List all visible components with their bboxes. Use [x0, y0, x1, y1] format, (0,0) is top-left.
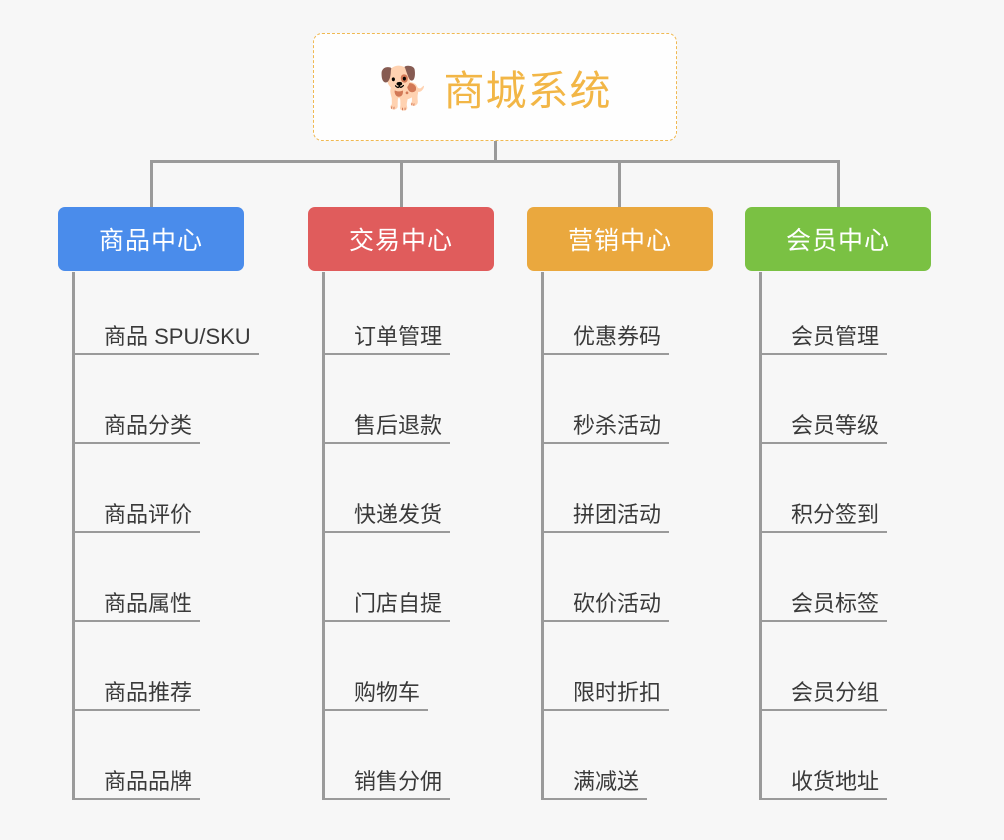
branch-spine-1 — [72, 272, 75, 800]
connector-drop-4 — [837, 160, 840, 208]
leaf-item[interactable]: 购物车 — [322, 677, 429, 711]
leaf-item[interactable]: 订单管理 — [322, 321, 451, 355]
leaf-item[interactable]: 商品评价 — [72, 499, 201, 533]
leaf-item[interactable]: 商品品牌 — [72, 766, 201, 800]
branch-spine-3 — [541, 272, 544, 800]
leaf-item[interactable]: 收货地址 — [759, 766, 888, 800]
leaf-item[interactable]: 销售分佣 — [322, 766, 451, 800]
branch-header-2[interactable]: 交易中心 — [308, 207, 494, 271]
leaf-item[interactable]: 限时折扣 — [541, 677, 670, 711]
leaf-item[interactable]: 商品属性 — [72, 588, 201, 622]
leaf-item[interactable]: 会员管理 — [759, 321, 888, 355]
connector-drop-2 — [400, 160, 403, 208]
leaf-item[interactable]: 快递发货 — [322, 499, 451, 533]
leaf-item[interactable]: 优惠券码 — [541, 321, 670, 355]
branch-spine-4 — [759, 272, 762, 800]
leaf-item[interactable]: 商品分类 — [72, 410, 201, 444]
leaf-item[interactable]: 会员标签 — [759, 588, 888, 622]
leaf-item[interactable]: 积分签到 — [759, 499, 888, 533]
leaf-item[interactable]: 会员等级 — [759, 410, 888, 444]
connector-drop-3 — [618, 160, 621, 208]
leaf-item[interactable]: 售后退款 — [322, 410, 451, 444]
connector-root-stem — [494, 141, 497, 163]
root-node[interactable]: 🐕 商城系统 — [313, 33, 677, 141]
branch-spine-2 — [322, 272, 325, 800]
leaf-item[interactable]: 商品 SPU/SKU — [72, 321, 259, 355]
branch-header-1[interactable]: 商品中心 — [58, 207, 244, 271]
connector-drop-1 — [150, 160, 153, 208]
shiba-inu-icon: 🐕 — [378, 64, 430, 111]
branch-header-4[interactable]: 会员中心 — [745, 207, 931, 271]
leaf-item[interactable]: 拼团活动 — [541, 499, 670, 533]
leaf-item[interactable]: 砍价活动 — [541, 588, 670, 622]
leaf-item[interactable]: 商品推荐 — [72, 677, 201, 711]
connector-horizontal-bus — [150, 160, 840, 163]
leaf-item[interactable]: 门店自提 — [322, 588, 451, 622]
leaf-item[interactable]: 秒杀活动 — [541, 410, 670, 444]
leaf-item[interactable]: 满减送 — [541, 766, 648, 800]
leaf-item[interactable]: 会员分组 — [759, 677, 888, 711]
branch-header-3[interactable]: 营销中心 — [527, 207, 713, 271]
root-title: 商城系统 — [443, 68, 612, 114]
